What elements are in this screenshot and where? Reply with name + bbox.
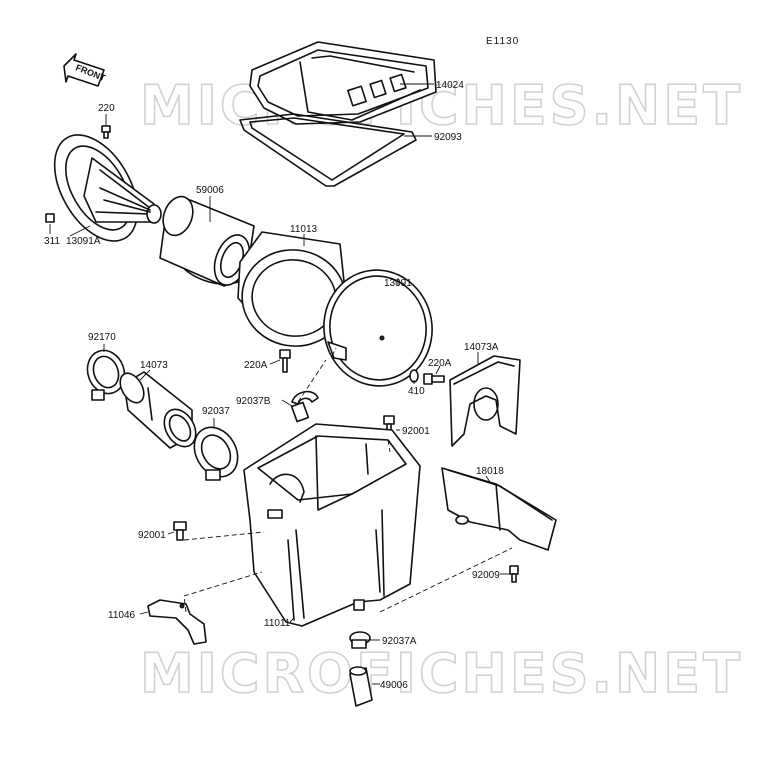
label-410: 410 bbox=[408, 386, 425, 397]
label-92037: 92037 bbox=[202, 406, 230, 417]
label-92001-left: 92001 bbox=[138, 530, 166, 541]
duct-18018 bbox=[441, 467, 557, 551]
label-220: 220 bbox=[98, 103, 115, 114]
label-14024: 14024 bbox=[436, 80, 464, 91]
label-92009: 92009 bbox=[472, 570, 500, 581]
air-filter-element-11013 bbox=[237, 231, 347, 347]
label-59006: 59006 bbox=[196, 185, 224, 196]
label-18018: 18018 bbox=[476, 466, 504, 477]
gasket-92093 bbox=[239, 113, 417, 187]
label-11011: 11011 bbox=[264, 618, 291, 629]
clamp-92170 bbox=[86, 349, 126, 401]
label-92037A: 92037A bbox=[382, 636, 417, 647]
label-11046: 11046 bbox=[108, 610, 136, 621]
bolt-220-top bbox=[101, 125, 111, 139]
label-14073: 14073 bbox=[140, 360, 168, 371]
bolt-220A-left bbox=[279, 349, 291, 373]
watermark-bottom: MICROFICHES.NET bbox=[140, 642, 743, 705]
label-220A-right: 220A bbox=[428, 358, 452, 369]
assembly-lines bbox=[183, 347, 513, 613]
label-311: 311 bbox=[44, 236, 60, 247]
tube-14073 bbox=[119, 371, 197, 449]
air-cleaner-housing-11011 bbox=[243, 423, 421, 627]
label-11013: 11013 bbox=[290, 224, 318, 235]
duct-14073A bbox=[449, 355, 521, 447]
label-14073A: 14073A bbox=[464, 342, 499, 353]
label-92001-top: 92001 bbox=[402, 426, 430, 437]
bolt-92009 bbox=[509, 565, 519, 583]
front-arrow-icon: FRONT bbox=[63, 53, 107, 87]
drain-cap-49006 bbox=[349, 666, 373, 707]
bracket-11046 bbox=[147, 599, 207, 645]
bolt-220A-right bbox=[423, 373, 445, 385]
label-49006: 49006 bbox=[380, 680, 408, 691]
clamp-92037 bbox=[193, 426, 239, 481]
clamp-92037A bbox=[349, 631, 371, 649]
label-92037B: 92037B bbox=[236, 396, 271, 407]
filter-cover-13091 bbox=[323, 269, 433, 387]
leader-lines bbox=[49, 83, 510, 685]
label-13091: 13091 bbox=[384, 278, 412, 289]
air-filter-cover-14024 bbox=[249, 41, 437, 125]
label-13091A: 13091A bbox=[66, 236, 101, 247]
label-92093: 92093 bbox=[434, 132, 462, 143]
watermark-top: MICROFICHES.NET bbox=[140, 74, 743, 137]
label-220A-left: 220A bbox=[244, 360, 268, 371]
diagram-code: E1130 bbox=[486, 36, 519, 47]
clamp-92037B bbox=[290, 390, 319, 423]
label-92170: 92170 bbox=[88, 332, 116, 343]
bolt-92001-left bbox=[173, 521, 187, 541]
nut-311 bbox=[45, 213, 55, 223]
inlet-duct-13091A bbox=[53, 134, 162, 242]
